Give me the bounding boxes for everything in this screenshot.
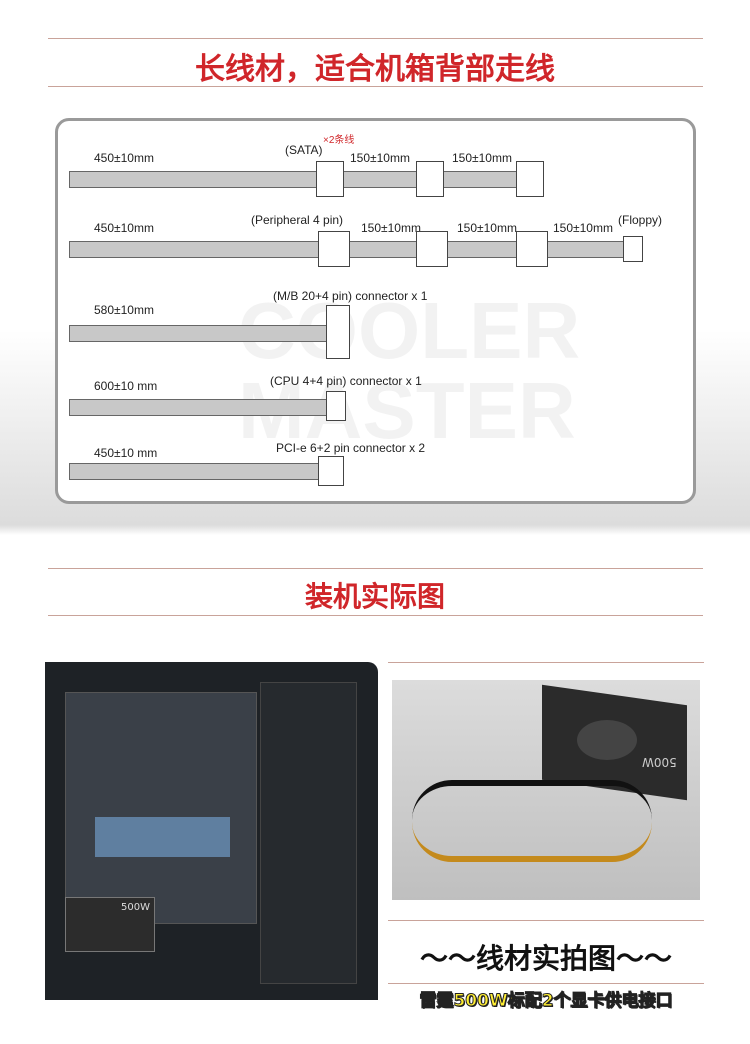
psu-cables-photo: 500W (392, 680, 700, 900)
cable-length: 600±10 mm (94, 379, 158, 393)
cable-bar (69, 463, 321, 480)
divider (48, 86, 703, 87)
cable-bar (69, 399, 329, 416)
divider (48, 615, 703, 616)
cable-bar (69, 171, 531, 188)
cable-count-note: ×2条线 (323, 135, 355, 146)
molex-connector (516, 231, 548, 267)
segment-length: 150±10mm (350, 151, 410, 165)
watermark-logo: COOLER MASTER (238, 286, 581, 455)
pcie-connector (318, 456, 344, 486)
divider (48, 568, 703, 569)
divider (388, 983, 704, 984)
cable-length: 450±10 mm (94, 446, 158, 460)
divider (48, 38, 703, 39)
section-title-install: 装机实际图 (304, 580, 445, 613)
connector-label: (M/B 20+4 pin) connector x 1 (273, 289, 428, 303)
connector-label: PCI-e 6+2 pin connector x 2 (276, 441, 426, 455)
connector-label: (SATA) (285, 143, 323, 157)
photo-caption: ～～线材实拍图～～ (419, 942, 672, 975)
cable-length: 580±10mm (94, 303, 154, 317)
molex-connector (416, 231, 448, 267)
sata-connector (516, 161, 544, 197)
connector-label: (Peripheral 4 pin) (251, 213, 344, 227)
connector-label: (CPU 4+4 pin) connector x 1 (270, 374, 422, 388)
psu-label: 500W (65, 897, 155, 952)
molex-connector (318, 231, 350, 267)
sata-connector (316, 161, 344, 197)
cable-diagram: COOLER MASTER 450±10mm (SATA) ×2条线 150±1… (55, 118, 696, 504)
sata-connector (416, 161, 444, 197)
highlight-text: 雷霆500W标配2个显卡供电接口 (419, 991, 673, 1012)
floppy-connector (623, 236, 643, 262)
section-title-cables: 长线材，适合机箱背部走线 (195, 52, 555, 87)
connector-label-floppy: (Floppy) (618, 213, 663, 227)
cable-bar (69, 325, 329, 342)
segment-length: 150±10mm (553, 221, 613, 235)
divider (388, 662, 704, 663)
case-install-photo: 500W (45, 662, 378, 1000)
divider (388, 920, 704, 921)
cpu-connector (326, 391, 346, 421)
cable-length: 450±10mm (94, 151, 154, 165)
segment-length: 150±10mm (452, 151, 512, 165)
cable-length: 450±10mm (94, 221, 154, 235)
segment-length: 150±10mm (361, 221, 421, 235)
atx-24pin-connector (326, 305, 350, 359)
psu-wattage-label: 500W (642, 755, 677, 769)
segment-length: 150±10mm (457, 221, 517, 235)
